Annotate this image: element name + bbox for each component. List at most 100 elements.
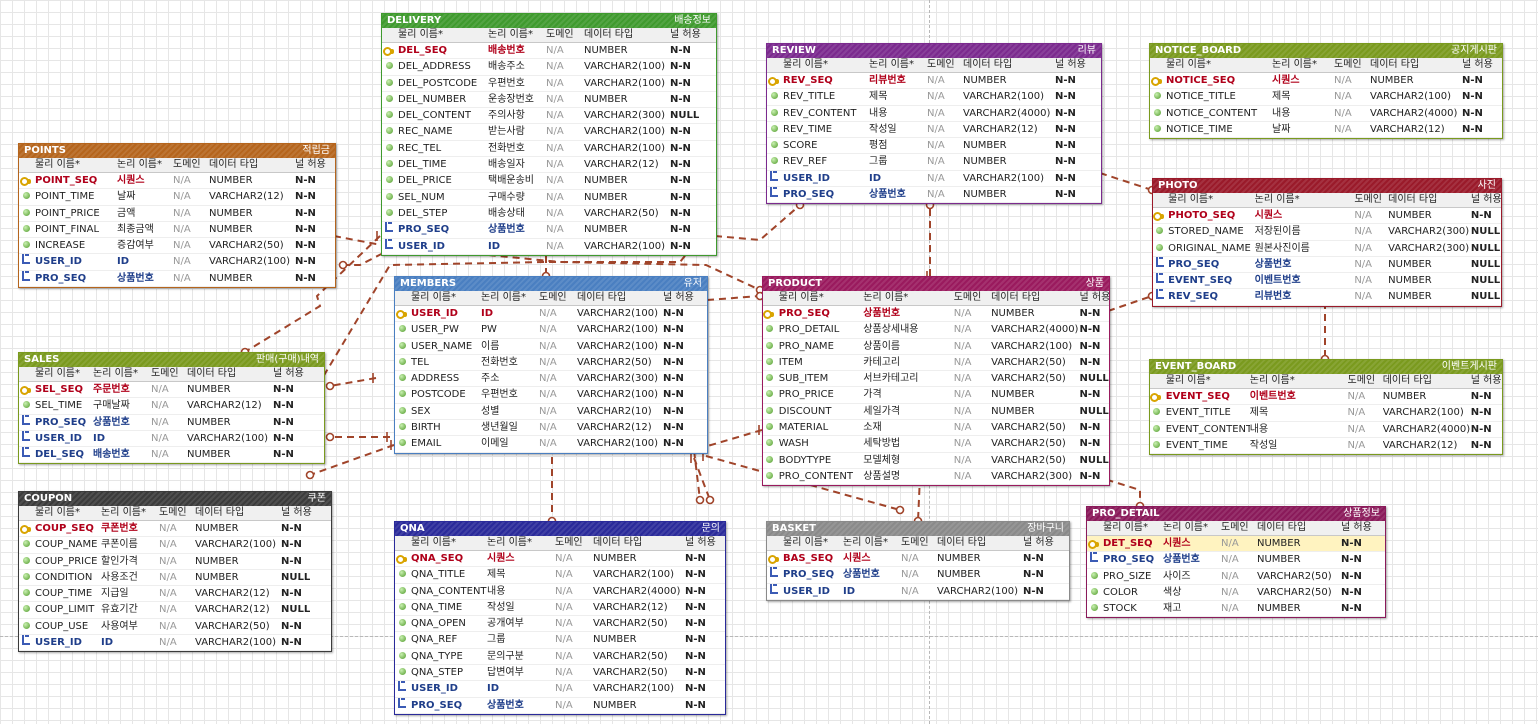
relationship-line[interactable] xyxy=(1099,172,1153,191)
relationship-line[interactable] xyxy=(1107,295,1153,312)
relationship-line[interactable] xyxy=(1094,475,1141,506)
relationship-line[interactable] xyxy=(714,204,801,242)
relationship-line[interactable] xyxy=(693,457,711,501)
relationship-line[interactable] xyxy=(329,377,377,387)
relationship-line[interactable] xyxy=(333,235,761,291)
